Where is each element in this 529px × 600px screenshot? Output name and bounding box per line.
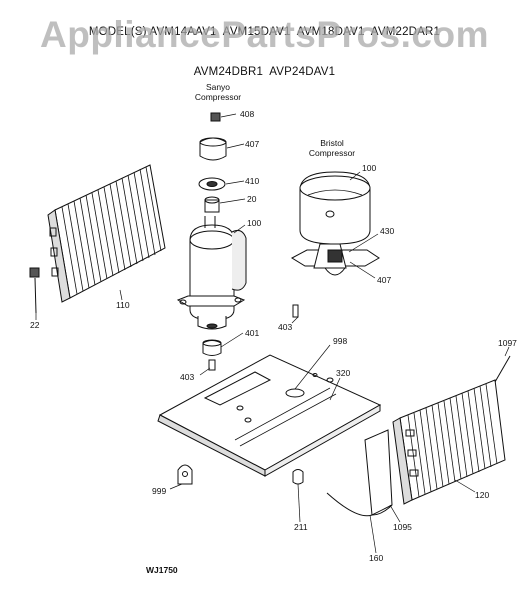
callout-100-sanyo: 100 [247,218,262,228]
model-list-line-2: AVM24DBR1 AVP24DAV1 [193,66,336,78]
leader-lines [35,113,510,554]
callout-211: 211 [294,522,308,532]
sanyo-caption-line-2: Compressor [194,92,242,102]
callout-407-sanyo: 407 [245,139,260,149]
callout-401: 401 [245,328,260,338]
callout-22: 22 [30,320,40,330]
callout-408: 408 [240,109,255,119]
condenser-coil-110 [47,164,166,303]
callout-1095: 1095 [393,522,412,532]
bristol-caption-line-2: Compressor [308,148,356,158]
sanyo-compressor-assembly [176,112,247,371]
sanyo-caption-line-1: Sanyo [205,82,231,92]
callout-410: 410 [245,176,260,186]
fitting-22 [29,267,40,314]
callout-403-sanyo: 403 [180,372,195,382]
callout-998: 998 [333,336,348,346]
callout-20: 20 [247,194,257,204]
callout-160: 160 [369,553,384,563]
callout-110: 110 [116,300,130,310]
fitting-211 [292,469,304,485]
callout-407-bristol: 407 [377,275,392,285]
callout-999: 999 [152,486,167,496]
callout-120: 120 [475,490,490,500]
bristol-caption: Bristol Compressor [302,138,362,158]
evaporator-coil-120 [392,355,511,505]
sanyo-caption: Sanyo Compressor [192,82,244,102]
bristol-compressor-assembly [290,171,380,318]
callout-430: 430 [380,226,395,236]
model-list: MODEL(S) AVM14AAV1 AVM15DAV1 AVM18DAV1 A… [0,2,529,106]
bracket-999 [177,464,193,485]
model-list-line-1: MODEL(S) AVM14AAV1 AVM15DAV1 AVM18DAV1 A… [88,26,441,38]
bristol-caption-line-1: Bristol [320,138,344,148]
callout-1097: 1097 [498,338,517,348]
callout-403-bristol: 403 [278,322,293,332]
partition-1095 [326,429,393,517]
callout-320: 320 [336,368,351,378]
callout-100-bristol: 100 [362,163,377,173]
watermark: AppliancePartsPros.com [40,14,489,55]
drawing-code: WJ1750 [146,565,178,575]
